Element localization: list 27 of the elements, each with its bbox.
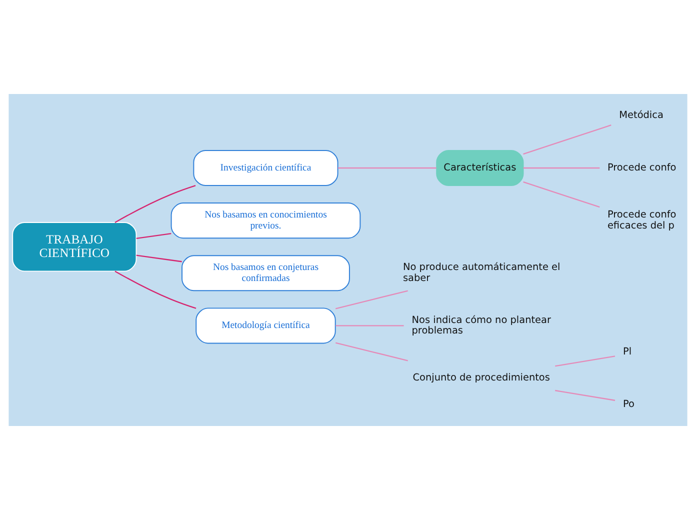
node-text: No produce automáticamente el saber (403, 262, 560, 284)
node-text: Procede confo (607, 162, 676, 174)
connector (555, 390, 616, 401)
connector (114, 185, 196, 223)
connector (136, 232, 172, 239)
node-text: Pl (623, 346, 632, 358)
node-box: Nos basamos en conocimientos previos. (170, 202, 361, 239)
connector (335, 290, 408, 310)
node-text: Metódica (619, 110, 664, 121)
node-box: Investigación científica (193, 150, 338, 186)
node-box: Características (436, 150, 524, 186)
node-text: Conjunto de procedimientos (412, 372, 550, 384)
connector (114, 270, 196, 309)
node-text: Procede confo eficaces del p (607, 210, 676, 232)
connector (555, 356, 616, 367)
connector (136, 254, 182, 262)
node-box: TRABAJO CIENTÍFICO (12, 222, 137, 272)
node-box: Nos basamos en conjeturas confirmadas (182, 255, 350, 292)
connector (523, 124, 612, 155)
connector (523, 181, 600, 208)
node-box: Metodología científica (196, 308, 336, 344)
connector (335, 342, 408, 362)
node-text: Nos indica cómo no plantear problemas (412, 314, 551, 337)
node-text: Po (623, 399, 635, 410)
connector (336, 325, 404, 326)
connector (523, 167, 600, 169)
connector (338, 167, 436, 169)
